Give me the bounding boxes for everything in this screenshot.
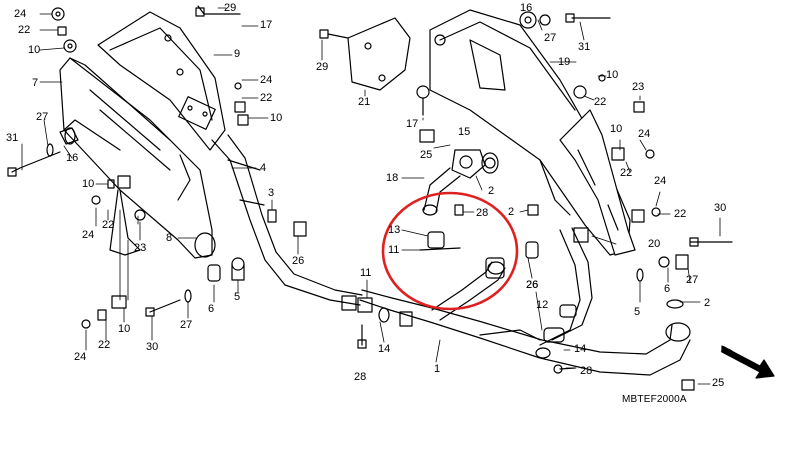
callout-15: 15 [458, 126, 471, 138]
callout-16: 16 [520, 2, 533, 14]
callout-24: 24 [260, 74, 273, 86]
callout-26: 26 [526, 279, 539, 291]
callout-28: 28 [354, 371, 367, 383]
callout-19: 19 [558, 56, 571, 68]
callout-22: 22 [594, 96, 607, 108]
callout-4: 4 [260, 162, 267, 174]
leader-lines [21, 7, 721, 385]
callout-25: 25 [420, 149, 433, 161]
callout-5: 5 [634, 306, 641, 318]
callout-24: 24 [654, 175, 667, 187]
right-muffler [429, 9, 631, 256]
callout-24: 24 [638, 128, 651, 140]
callout-9: 9 [234, 48, 241, 60]
callout-27: 27 [180, 319, 193, 331]
callout-27: 27 [544, 32, 557, 44]
callout-24: 24 [82, 229, 95, 241]
callout-17: 17 [260, 19, 273, 31]
callout-16: 16 [66, 152, 79, 164]
bracket-20 [559, 109, 636, 256]
callout-14: 14 [574, 343, 587, 355]
callout-27: 27 [36, 111, 49, 123]
callout-22: 22 [620, 167, 633, 179]
callout-29: 29 [224, 2, 237, 14]
callout-11: 11 [388, 244, 400, 256]
callout-26: 26 [292, 255, 305, 267]
right-heat-shield [347, 17, 411, 91]
callout-20: 20 [648, 238, 661, 250]
callout-31: 31 [6, 132, 19, 144]
callout-29: 29 [316, 61, 329, 73]
callout-26: 26 [526, 279, 539, 291]
callout-2: 2 [704, 297, 711, 309]
callout-17: 17 [406, 118, 419, 130]
joint-pipe-18 [422, 149, 499, 216]
callout-10: 10 [270, 112, 283, 124]
callout-8: 8 [166, 232, 173, 244]
callout-2: 2 [488, 185, 495, 197]
callout-11: 11 [360, 267, 372, 279]
callout-2: 2 [508, 206, 515, 218]
callout-18: 18 [386, 172, 399, 184]
callout-21: 21 [358, 96, 371, 108]
callout-22: 22 [260, 92, 273, 104]
diagram-code: MBTEF2000A [622, 394, 687, 405]
callout-10: 10 [28, 44, 41, 56]
callout-23: 23 [632, 81, 645, 93]
small-hardware [7, 5, 733, 391]
callout-30: 30 [146, 341, 159, 353]
callout-6: 6 [664, 283, 671, 295]
callout-12: 12 [536, 299, 549, 311]
highlight-circle [381, 191, 519, 311]
callout-24: 24 [74, 351, 87, 363]
callout-28: 28 [580, 365, 593, 377]
front-direction-arrow [721, 345, 775, 379]
callout-30: 30 [714, 202, 727, 214]
left-muffler [59, 57, 216, 259]
callout-22: 22 [18, 24, 31, 36]
callout-14: 14 [378, 343, 391, 355]
callout-13: 13 [388, 224, 401, 236]
left-heat-shield [97, 11, 226, 151]
callout-6: 6 [208, 303, 215, 315]
callout-27: 27 [686, 274, 699, 286]
callout-24: 24 [14, 8, 27, 20]
callout-10: 10 [606, 69, 619, 81]
callout-10: 10 [82, 178, 95, 190]
callout-22: 22 [102, 219, 115, 231]
callout-7: 7 [32, 77, 39, 89]
callout-22: 22 [98, 339, 111, 351]
callout-10: 10 [610, 123, 623, 135]
callout-1: 1 [434, 363, 441, 375]
callout-22: 22 [674, 208, 687, 220]
callout-28: 28 [476, 207, 489, 219]
callout-31: 31 [578, 41, 591, 53]
callout-5: 5 [234, 291, 241, 303]
callout-25: 25 [712, 377, 725, 389]
callout-23: 23 [134, 242, 147, 254]
callout-3: 3 [268, 187, 275, 199]
callout-10: 10 [118, 323, 131, 335]
